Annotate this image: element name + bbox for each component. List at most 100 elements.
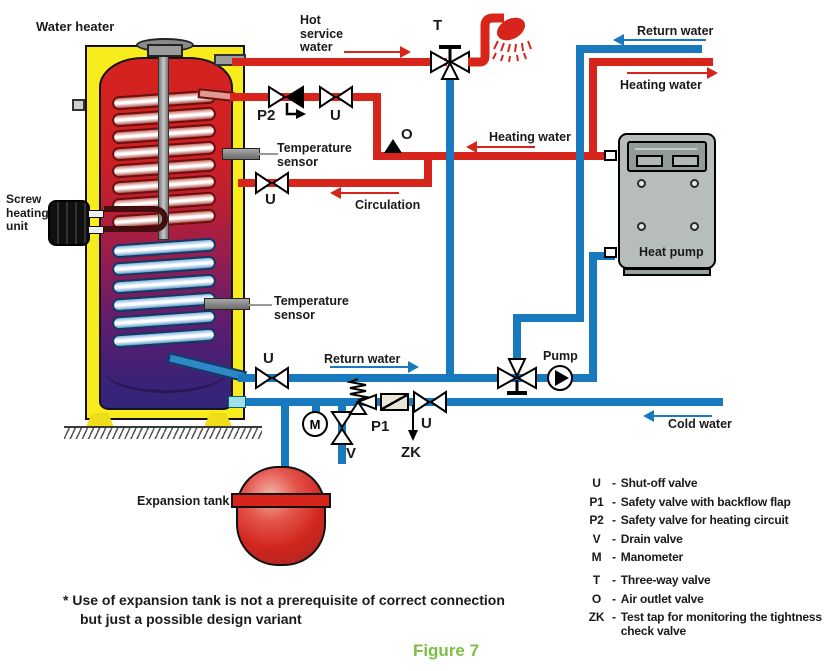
pipe-heatpump-hot-riser	[589, 58, 597, 160]
heating-top-flow-arrow	[627, 67, 718, 79]
heat-pump-display-slot	[636, 155, 663, 167]
legend-symbol: P1	[589, 494, 604, 509]
legend-symbol: U	[592, 476, 601, 490]
legend-dash: -	[612, 591, 616, 606]
legend-dash: -	[612, 513, 616, 527]
legend-row: U - Shut-off valve	[583, 476, 836, 490]
pump-symbol	[547, 365, 573, 391]
heating-mid-flow-arrow	[466, 141, 535, 153]
temperature-sensor-lower	[204, 298, 250, 310]
shutoff-valve-U-return	[255, 366, 289, 390]
heat-pump-display-slot	[672, 155, 699, 167]
expansion-tank	[236, 466, 326, 566]
legend-text: Air outlet valve	[620, 591, 704, 606]
pipe-cold-main	[238, 398, 723, 406]
heater-thread-stub	[88, 210, 104, 218]
pipe-hot-service	[232, 58, 447, 66]
pipe-return-jog	[513, 314, 584, 322]
return-top-flow-arrow	[613, 34, 706, 46]
valve-T-label: T	[433, 17, 443, 34]
backflow-flap-arrow	[285, 103, 306, 119]
pipe-heating-mid	[373, 152, 614, 160]
legend-row: P2 - Safety valve for heating circuit	[583, 513, 836, 527]
legend-row: ZK - Test tap for monitoring the tightne…	[583, 610, 836, 638]
shutoff-valve-U-circulation	[255, 171, 289, 195]
figure-caption: Figure 7	[412, 641, 480, 660]
hot-service-water-label: Hot service water	[300, 13, 344, 54]
heat-pump-screw	[637, 222, 646, 231]
pipe-return-main	[238, 374, 593, 382]
manometer-letter: M	[309, 416, 321, 432]
safety-valve-P2	[268, 85, 304, 109]
circulation-label: Circulation	[355, 198, 421, 212]
valve-P2-label: P2	[257, 107, 276, 124]
legend-text: Shut-off valve	[620, 476, 698, 490]
pipe-heating-out-top	[589, 58, 713, 66]
legend-symbol: M	[591, 550, 602, 564]
shutoff-valve-U-top	[319, 85, 353, 109]
temperature-sensor-lower-label: Temperature sensor	[274, 294, 349, 322]
legend-symbol: O	[591, 591, 602, 606]
tank-foot	[86, 413, 114, 427]
pipe-return-top	[576, 45, 702, 53]
ground-hatch	[64, 426, 262, 439]
valve-ZK-label: ZK	[401, 444, 421, 461]
temperature-sensor-upper	[222, 148, 260, 160]
shutoff-valve-U-cold	[413, 390, 447, 414]
cold-water-flow-arrow	[643, 410, 712, 422]
heat-pump-panel-groove	[635, 148, 697, 150]
manometer-M: M	[302, 411, 328, 437]
return-water-mid-label: Return water	[324, 352, 401, 366]
tank-foot	[204, 413, 232, 427]
pipe-circulation-riser	[424, 156, 432, 187]
legend-dash: -	[612, 476, 616, 490]
valve-U-return-label: U	[263, 350, 274, 367]
casing-side-tab	[72, 99, 85, 111]
pump-rotor-icon	[555, 370, 569, 386]
air-outlet-valve-O	[384, 139, 402, 153]
legend-text: Safety valve with backflow flap	[620, 494, 791, 509]
valve-P1-label: P1	[371, 418, 390, 435]
legend-dash: -	[612, 494, 616, 509]
three-way-valve-mixing	[497, 358, 537, 395]
legend-row: M - Manometer	[583, 550, 836, 564]
heater-thread-stub	[88, 226, 104, 234]
sensor-leader-line	[248, 304, 272, 306]
temperature-sensor-upper-label: Temperature sensor	[277, 141, 352, 169]
expansion-tank-label: Expansion tank	[137, 494, 230, 508]
legend-row: P1 - Safety valve with backflow flap	[583, 495, 836, 509]
pipe-mix-down	[446, 72, 454, 382]
pipe-heatpump-feed	[589, 252, 615, 260]
heating-water-top-label: Heating water	[620, 78, 702, 92]
heat-pump-hot-port	[604, 150, 617, 161]
pipe-return-down	[576, 45, 584, 322]
valve-U-circulation-label: U	[265, 191, 276, 208]
legend-dash: -	[612, 573, 616, 587]
heat-pump-base	[623, 268, 711, 276]
legend-row: V - Drain valve	[583, 532, 836, 546]
expansion-tank-band	[231, 493, 331, 508]
legend-row: O - Air outlet valve	[583, 592, 836, 606]
pipe-manometer-branch	[312, 402, 320, 418]
legend-text: Three-way valve	[620, 573, 711, 587]
pump-label: Pump	[543, 349, 578, 363]
footnote-line1: * Use of expansion tank is not a prerequ…	[63, 592, 505, 608]
legend-dash: -	[612, 610, 616, 624]
tank-top-cap-neck	[147, 44, 183, 57]
pipe-expansion-branch	[281, 402, 289, 470]
heat-pump-screw	[690, 179, 699, 188]
legend-symbol: V	[592, 531, 601, 546]
heat-pump-screw	[690, 222, 699, 231]
valve-U-cold-label: U	[421, 415, 432, 432]
heat-pump-cold-port	[604, 247, 617, 258]
legend: U - Shut-off valve P1 - Safety valve wit…	[583, 476, 836, 643]
pipe-heating-coil-down	[373, 93, 381, 160]
shower-icon	[468, 13, 532, 67]
footnote-line2: but just a possible design variant	[80, 611, 302, 627]
legend-symbol: ZK	[588, 610, 605, 624]
return-mid-flow-arrow	[330, 361, 419, 373]
legend-text: Safety valve for heating circuit	[620, 513, 789, 527]
pipe-return-to-valve	[513, 314, 521, 360]
test-tap-ZK-arrow	[408, 405, 418, 441]
